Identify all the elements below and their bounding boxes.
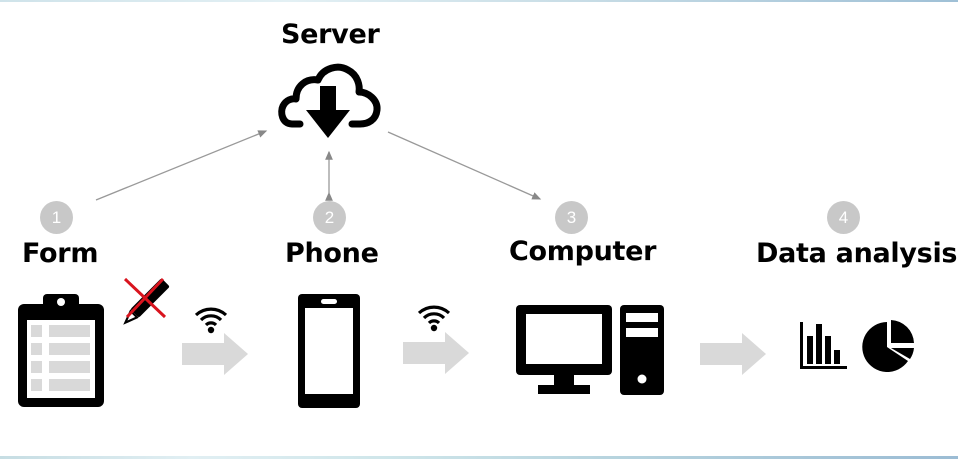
step-label-phone: Phone: [285, 238, 379, 269]
step-badge-4: 4: [827, 201, 860, 234]
wifi-icon: [417, 305, 451, 332]
crossed-pencil-icon: [123, 277, 170, 325]
top-border: [0, 0, 958, 2]
step-badge-3: 3: [555, 201, 588, 234]
smartphone-icon: [298, 294, 360, 408]
wifi-icon: [194, 307, 228, 334]
clipboard-form-icon: [18, 294, 104, 407]
step-label-form: Form: [22, 238, 99, 269]
bottom-border: [0, 456, 958, 459]
server-label: Server: [281, 19, 380, 50]
bar-chart-icon: [800, 322, 847, 369]
step-badge-1: 1: [40, 201, 73, 234]
server-to-computer-connector: [387, 131, 542, 200]
arrow-right-icon: [182, 333, 248, 375]
step-label-data-analysis: Data analysis: [756, 238, 958, 269]
desktop-computer-icon: [516, 305, 664, 395]
arrow-right-icon: [700, 333, 766, 375]
cloud-download-icon: [278, 63, 381, 138]
form-to-server-connector: [95, 130, 268, 201]
step-label-computer: Computer: [509, 236, 657, 267]
arrow-right-icon: [403, 332, 469, 374]
pie-chart-icon: [862, 320, 914, 372]
step-badge-2: 2: [313, 201, 346, 234]
